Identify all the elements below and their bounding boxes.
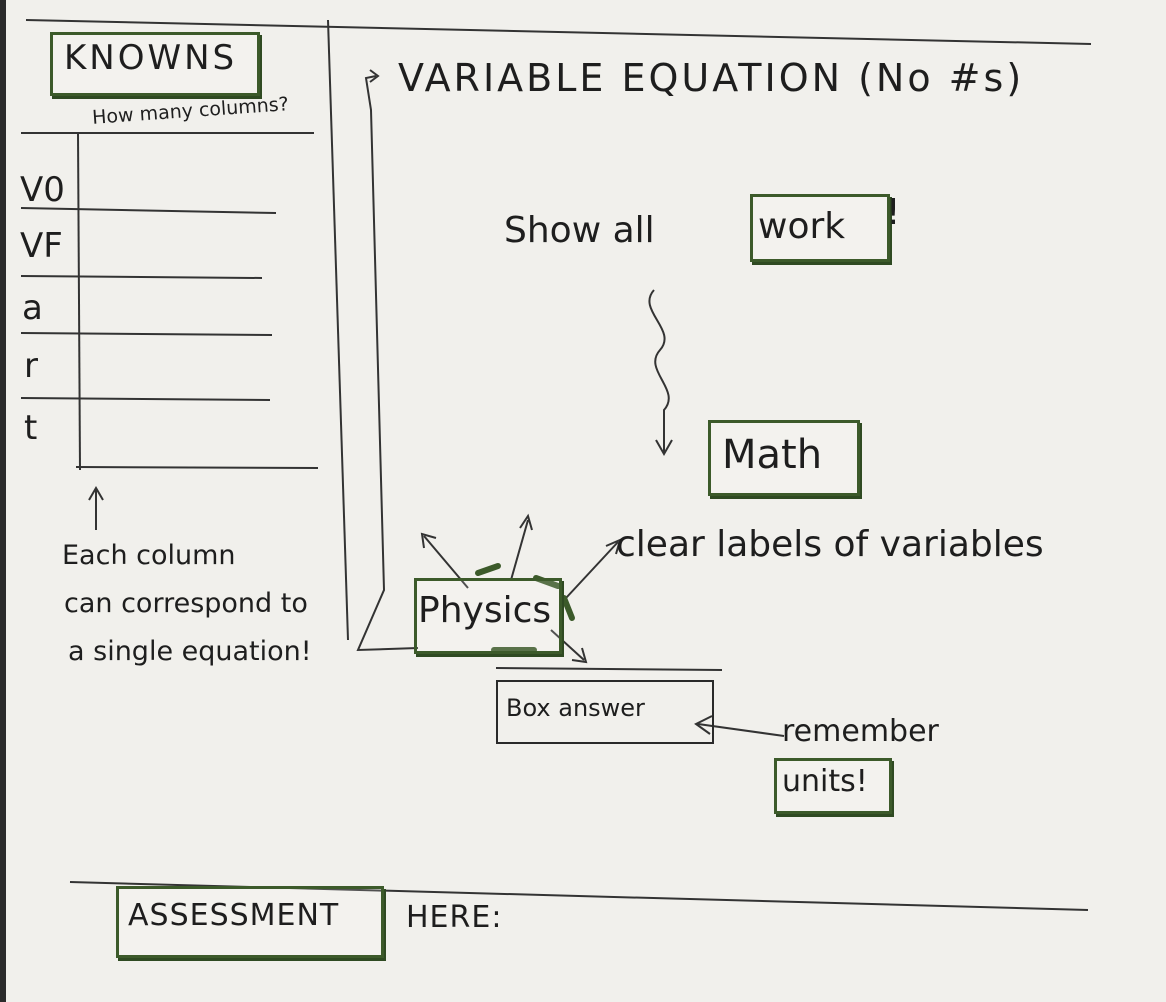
table-bottom-rule <box>75 466 319 469</box>
sketch-lines <box>20 19 1092 911</box>
variable-vf: VF <box>20 226 63 266</box>
assessment-label: ASSESSMENT <box>128 898 340 933</box>
work-exclaim: ! <box>886 192 901 233</box>
here-label: HERE: <box>406 900 503 935</box>
units-label: units! <box>782 764 868 799</box>
variable-a: a <box>22 288 43 328</box>
ray-up <box>510 519 529 581</box>
column-note-line-1: Each column <box>62 540 236 571</box>
table-vertical-rule <box>77 132 81 471</box>
knowns-box <box>50 32 260 96</box>
show-all-label: Show all <box>504 210 655 251</box>
work-label: work <box>758 206 846 247</box>
column-divider <box>327 19 349 641</box>
assessment-box <box>116 886 384 958</box>
variable-v0: V0 <box>20 170 65 210</box>
table-row-rule-4 <box>20 397 271 401</box>
work-box <box>750 194 890 262</box>
variable-equation-heading: VARIABLE EQUATION (No #s) <box>398 56 1025 100</box>
box-answer-box <box>496 680 714 744</box>
clear-labels-text: clear labels of variables <box>616 524 1044 565</box>
physics-box <box>414 578 562 654</box>
top-rule <box>25 19 1092 45</box>
math-label: Math <box>722 432 823 478</box>
remember-label: remember <box>782 714 939 749</box>
variable-t: t <box>24 408 38 448</box>
equation-bracket <box>356 75 419 652</box>
table-row-rule-1 <box>20 207 277 214</box>
units-box <box>774 758 892 814</box>
box-answer-label: Box answer <box>506 694 645 722</box>
math-box <box>708 420 860 496</box>
table-row-rule-2 <box>20 275 263 279</box>
variable-r: r <box>24 346 38 386</box>
squiggle-arrow <box>648 289 670 452</box>
column-note-line-2: can correspond to <box>64 588 308 619</box>
physics-label: Physics <box>418 590 552 631</box>
table-row-rule-3 <box>20 332 273 336</box>
worksheet-paper: KNOWNS How many columns? V0 VF a r t Eac… <box>6 0 1166 1002</box>
ray-down <box>550 629 585 661</box>
column-note-line-3: a single equation! <box>68 636 312 667</box>
knowns-title: KNOWNS <box>64 38 238 78</box>
ray-right <box>565 541 619 599</box>
